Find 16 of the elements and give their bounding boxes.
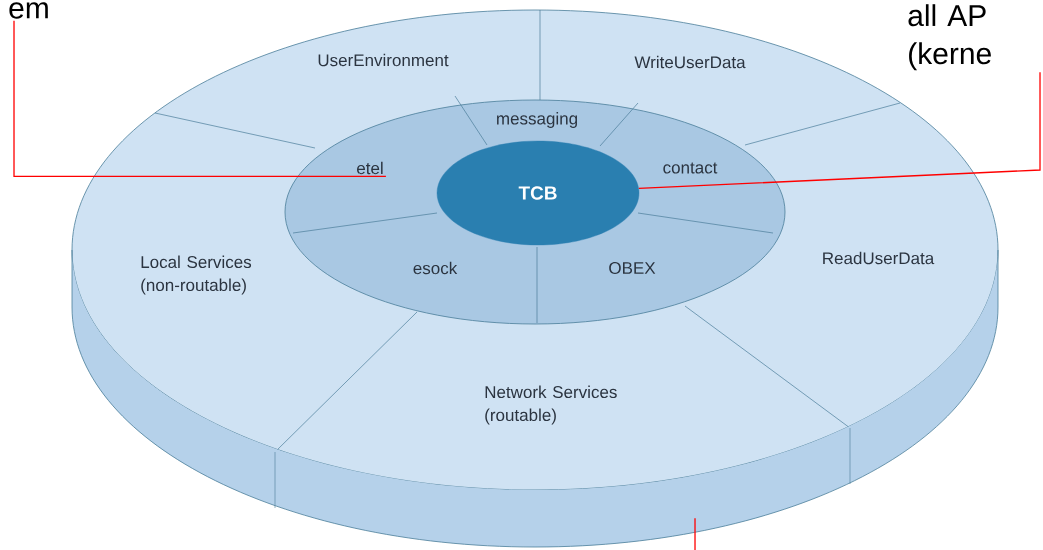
- sector-label: ReadUserData: [823, 251, 935, 265]
- sector-label: esock: [413, 261, 458, 275]
- sector-label: OBEX: [609, 262, 656, 275]
- annotation-text: all AP (kerne: [908, 4, 991, 71]
- disc-side-band: [71, 249, 999, 548]
- annotation-text: em: [9, 2, 48, 19]
- leader-line: [638, 71, 1041, 190]
- sector-label: contact: [663, 162, 718, 174]
- sector-label: WriteUserData: [634, 55, 746, 69]
- leader-line: [13, 20, 387, 178]
- leader-line: [694, 517, 696, 550]
- sector-label: etel: [357, 161, 383, 175]
- sector-label: messaging: [497, 112, 577, 128]
- sector-label: UserEnvironment: [318, 53, 449, 67]
- sector-label: Local Services (non-routable): [141, 255, 252, 295]
- sector-label: Network Services (routable): [485, 385, 617, 425]
